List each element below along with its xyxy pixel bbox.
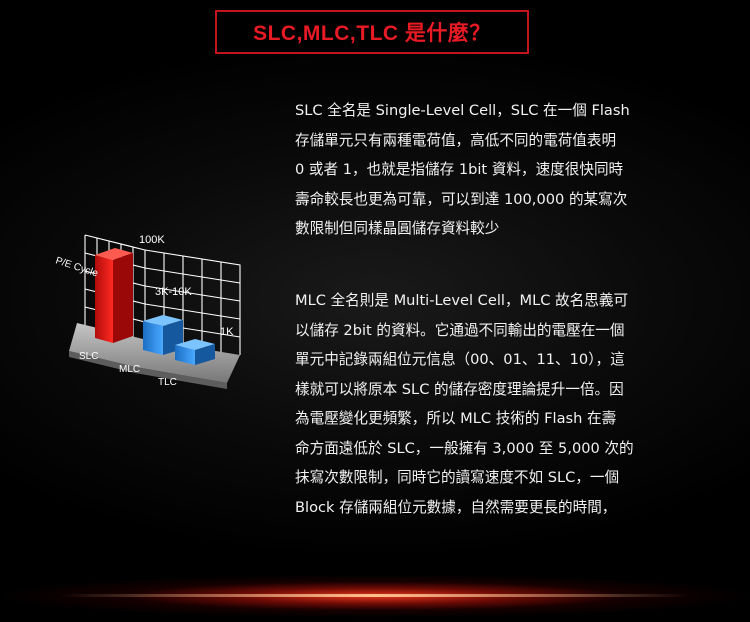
mlc-line: 為電壓變化更頻繁，所以 MLC 技術的 Flash 在壽 [295, 410, 617, 427]
mlc-description: MLC 全名則是 Multi-Level Cell，MLC 故名思義可 以儲存 … [295, 286, 705, 522]
value-label-tlc: 1K [220, 326, 234, 338]
slc-line: 0 或者 1，也就是指儲存 1bit 資料，速度很快同時 [295, 161, 624, 178]
page-title-text: SLC,MLC,TLC 是什麼？ [253, 22, 491, 45]
slc-description: SLC 全名是 Single-Level Cell，SLC 在一個 Flash … [295, 96, 705, 244]
y-axis-label: P/E Cycle [55, 255, 100, 279]
pe-cycle-chart: P/E Cycle 100K 3K-10K 1K SLC MLC TLC [55, 215, 305, 415]
value-label-slc: 100K [139, 234, 165, 246]
category-label-mlc: MLC [119, 364, 140, 375]
category-label-tlc: TLC [158, 377, 177, 388]
page-title: SLC,MLC,TLC 是什麼？ [215, 10, 529, 54]
mlc-line: 單元中記錄兩組位元信息（00、01、11、10），這 [295, 351, 625, 368]
value-label-mlc: 3K-10K [155, 286, 192, 298]
mlc-line: Block 存儲兩組位元數據，自然需要更長的時間， [295, 498, 617, 516]
mlc-line: MLC 全名則是 Multi-Level Cell，MLC 故名思義可 [295, 292, 629, 309]
bottom-light-streak [60, 594, 690, 597]
bottom-light-glow [0, 560, 750, 622]
mlc-line: 樣就可以將原本 SLC 的儲存密度理論提升一倍。因 [295, 380, 624, 398]
slc-line: 數限制但同樣晶圓儲存資料較少 [295, 220, 500, 237]
pe-cycle-chart-svg: P/E Cycle 100K 3K-10K 1K SLC MLC TLC [55, 234, 241, 389]
bar-slc [95, 248, 133, 343]
slc-line: SLC 全名是 Single-Level Cell，SLC 在一個 Flash [295, 102, 630, 119]
bar-tlc [175, 339, 215, 365]
chart-floor-edge [69, 351, 227, 389]
mlc-line: 以儲存 2bit 的資料。它通過不同輸出的電壓在一個 [295, 321, 625, 339]
slc-line: 存儲單元只有兩種電荷值，高低不同的電荷值表明 [295, 131, 617, 149]
mlc-line: 抹寫次數限制，同時它的讀寫速度不如 SLC，一個 [295, 469, 620, 486]
slc-line: 壽命較長也更為可靠，可以到達 100,000 的某寫次 [295, 190, 628, 208]
category-label-slc: SLC [79, 351, 98, 362]
mlc-line: 命方面遠低於 SLC，一般擁有 3,000 至 5,000 次的 [295, 439, 634, 457]
